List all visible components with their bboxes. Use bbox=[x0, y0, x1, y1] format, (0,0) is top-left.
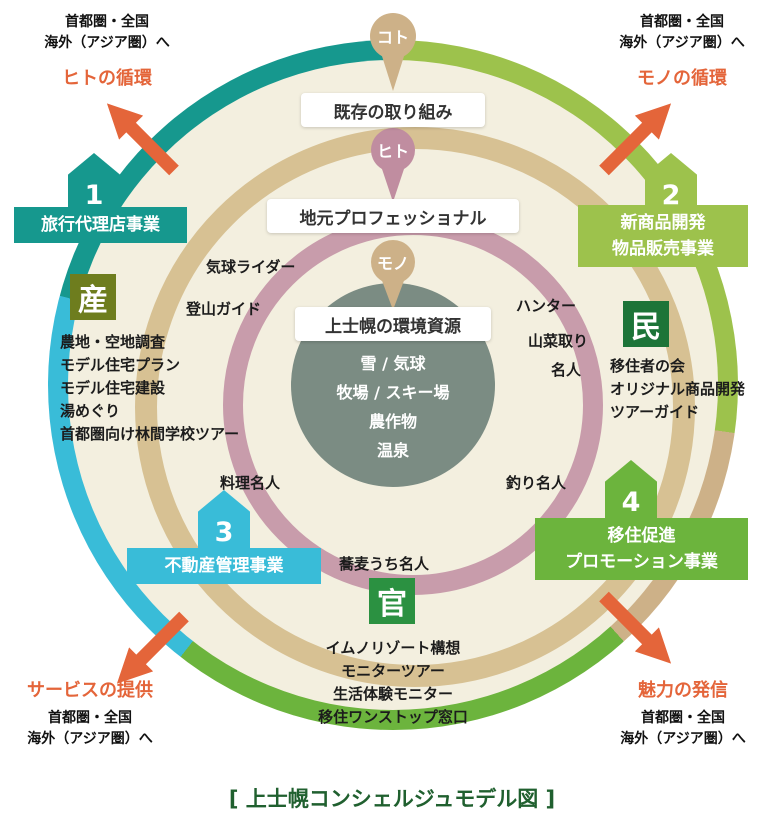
list-item: 農地・空地調査 bbox=[60, 333, 166, 351]
list-item: イムノリゾート構想 bbox=[325, 639, 461, 657]
mono-marker: モノ bbox=[371, 240, 415, 284]
local-professionals-label: 地元プロフェッショナル bbox=[267, 199, 519, 233]
destination-text: 首都圏・全国 海外（アジア圏）へ bbox=[44, 14, 170, 51]
sector-private-kanji: 民 bbox=[623, 301, 669, 347]
flow-label-people: ヒトの循環 bbox=[62, 68, 152, 89]
center-resource-list: 雪 / 気球 牧場 / スキー場 農作物 温泉 bbox=[291, 349, 495, 465]
professional-wild-vegetable-line2: 名人 bbox=[551, 361, 582, 379]
destination-text: 首都圏・全国 海外（アジア圏）へ bbox=[619, 14, 745, 51]
professional-fishing-master: 釣り名人 bbox=[506, 474, 567, 492]
professional-hunter: ハンター bbox=[516, 297, 577, 315]
resource-item: 農作物 bbox=[368, 412, 417, 431]
professional-soba-master: 蕎麦うち名人 bbox=[339, 555, 430, 573]
corner-bottom-left: サービスの提供 首都圏・全国 海外（アジア圏）へ bbox=[0, 676, 180, 750]
professional-mountain-guide: 登山ガイド bbox=[186, 300, 262, 318]
destination-text: 首都圏・全国 海外（アジア圏）へ bbox=[620, 710, 746, 747]
diagram-title: [ 上士幌コンシェルジュモデル図 ] bbox=[228, 787, 556, 811]
badge-1: 1 bbox=[68, 153, 120, 213]
hito-marker: ヒト bbox=[371, 128, 415, 172]
product-development-business-label: 新商品開発 物品販売事業 bbox=[578, 205, 748, 267]
professional-wild-vegetable-line1: 山菜取り bbox=[528, 332, 589, 350]
corner-top-right: 首都圏・全国 海外（アジア圏）へ モノの循環 bbox=[592, 12, 772, 90]
professional-cooking-master: 料理名人 bbox=[220, 474, 281, 492]
existing-initiatives-label: 既存の取り組み bbox=[301, 93, 485, 127]
migration-promotion-business-label: 移住促進 プロモーション事業 bbox=[535, 518, 748, 580]
list-item: 湯めぐり bbox=[60, 402, 121, 420]
industry-item-list: 農地・空地調査 モデル住宅プラン モデル住宅建設 湯めぐり 首都圏向け林間学校ツ… bbox=[60, 331, 239, 446]
sector-industry-kanji: 産 bbox=[70, 274, 116, 320]
list-item: モデル住宅建設 bbox=[60, 379, 166, 397]
real-estate-business-label: 不動産管理事業 bbox=[127, 548, 321, 584]
koto-marker: コト bbox=[370, 13, 416, 59]
list-item: 移住ワンストップ窓口 bbox=[318, 708, 468, 726]
flow-label-services: サービスの提供 bbox=[27, 680, 153, 701]
list-item: 移住者の会 bbox=[610, 357, 686, 375]
government-item-list: イムノリゾート構想 モニターツアー 生活体験モニター 移住ワンストップ窓口 bbox=[259, 637, 527, 729]
list-item: 首都圏向け林間学校ツアー bbox=[60, 425, 240, 443]
corner-top-left: 首都圏・全国 海外（アジア圏）へ ヒトの循環 bbox=[18, 12, 196, 90]
professional-balloon-rider: 気球ライダー bbox=[206, 258, 296, 276]
list-item: モニターツアー bbox=[341, 662, 445, 680]
environment-resources-label: 上士幌の環境資源 bbox=[295, 307, 491, 341]
resource-item: 温泉 bbox=[376, 441, 409, 460]
list-item: オリジナル商品開発 bbox=[610, 380, 746, 398]
list-item: モデル住宅プラン bbox=[60, 356, 181, 374]
private-item-list: 移住者の会 オリジナル商品開発 ツアーガイド bbox=[610, 355, 745, 424]
list-item: ツアーガイド bbox=[610, 403, 700, 421]
resource-item: 牧場 / スキー場 bbox=[336, 383, 450, 402]
resource-item: 雪 / 気球 bbox=[360, 354, 426, 373]
list-item: 生活体験モニター bbox=[332, 685, 453, 703]
destination-text: 首都圏・全国 海外（アジア圏）へ bbox=[27, 710, 153, 747]
flow-label-appeal: 魅力の発信 bbox=[638, 680, 728, 701]
corner-bottom-right: 魅力の発信 首都圏・全国 海外（アジア圏）へ bbox=[588, 676, 778, 750]
travel-agency-business-label: 旅行代理店事業 bbox=[14, 207, 187, 243]
sector-government-kanji: 官 bbox=[369, 578, 415, 624]
flow-label-goods: モノの循環 bbox=[637, 68, 727, 89]
